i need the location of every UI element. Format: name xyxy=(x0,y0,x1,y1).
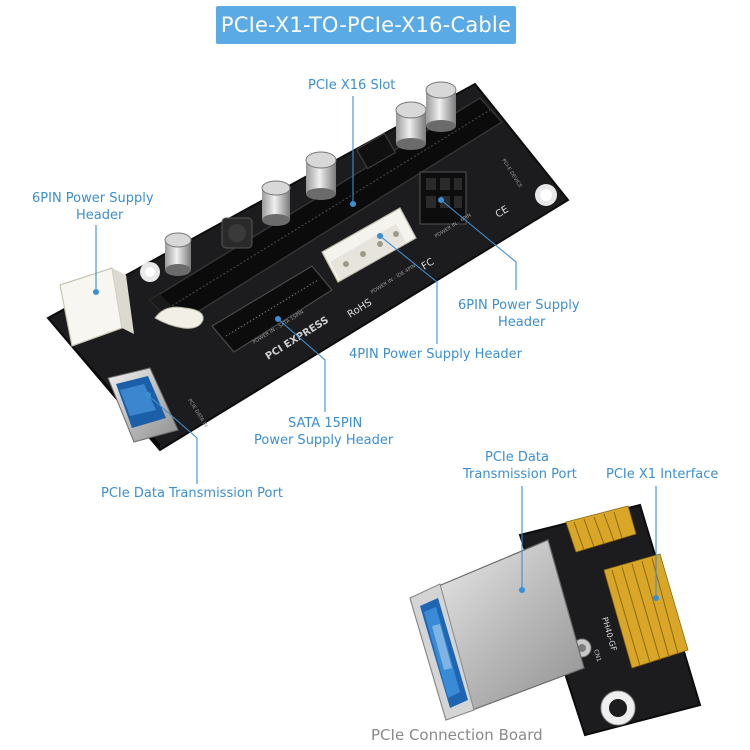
label-6pin-right-line1: 6PIN Power Supply xyxy=(458,298,580,313)
title-banner xyxy=(216,6,516,44)
sata-connector xyxy=(211,265,333,353)
label-x1-interface: PCIe X1 Interface xyxy=(606,467,719,482)
usb-port-left xyxy=(107,367,179,443)
leader-sata xyxy=(277,318,326,412)
label-port-right-line1: PCIe Data xyxy=(485,450,549,465)
slot-latch xyxy=(154,306,204,329)
chip xyxy=(355,132,397,170)
label-6pin-left-line1: 6PIN Power Supply xyxy=(32,191,154,206)
capacitor xyxy=(395,101,427,150)
capacitor xyxy=(305,151,337,200)
board-text-cn1: CN1 xyxy=(592,649,602,663)
diagram-title: PCIe-X1-TO-PCIe-X16-Cable xyxy=(220,13,512,37)
callout-lines xyxy=(92,96,660,602)
gold-fingers-lower xyxy=(603,553,689,669)
label-port-right-line2: Transmission Port xyxy=(463,467,577,482)
label-sata-line2: Power Supply Header xyxy=(254,433,394,448)
six-pin-connector-left xyxy=(59,267,134,347)
gold-fingers-upper xyxy=(565,505,637,553)
riser-board: PCI EXPRESS RoHS CE FC PCIE DATA IN POWE… xyxy=(46,81,570,452)
label-x16-slot: PCIe X16 Slot xyxy=(308,78,396,93)
capacitor xyxy=(261,180,291,226)
leader-port-left xyxy=(147,394,198,484)
label-6pin-right-line2: Header xyxy=(498,315,546,330)
capacitor xyxy=(425,81,457,132)
label-port-left: PCIe Data Transmission Port xyxy=(101,486,283,501)
usb-port-right xyxy=(409,539,585,721)
connection-board: PH40-GF CN1 xyxy=(409,503,702,737)
caption-connection-board: PCIe Connection Board xyxy=(371,726,543,744)
label-6pin-left-line2: Header xyxy=(76,208,124,223)
leader-4pin xyxy=(379,235,438,344)
molex-4pin-connector xyxy=(321,207,417,283)
label-4pin: 4PIN Power Supply Header xyxy=(349,347,523,362)
capacitor xyxy=(164,232,192,276)
leader-6pin-right xyxy=(440,199,517,290)
label-sata-line1: SATA 15PIN xyxy=(288,416,363,431)
